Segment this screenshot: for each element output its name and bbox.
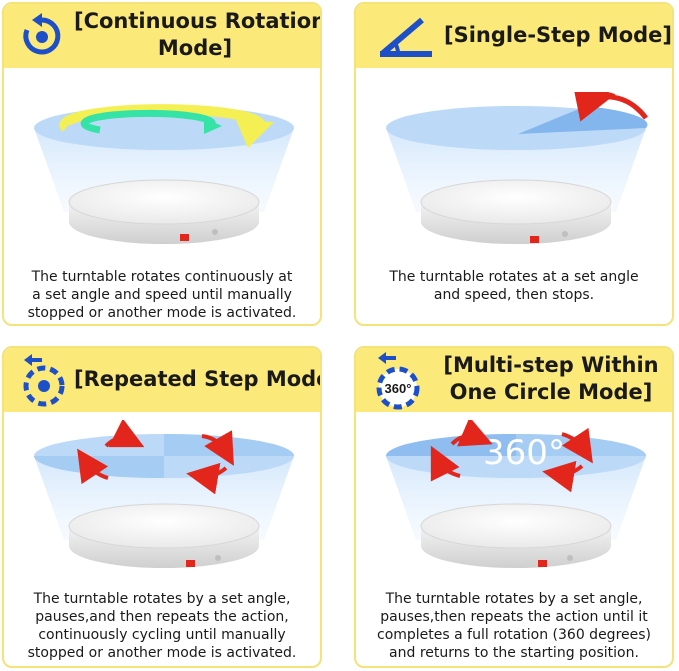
panel-header: 360° [Multi-step Within One Circle Mode]	[356, 348, 672, 412]
turntable-illustration: 360°	[386, 420, 646, 568]
panel-title: [Continuous Rotation Mode]	[74, 9, 322, 60]
power-switch-icon	[180, 234, 189, 241]
turntable-illustration	[34, 104, 294, 244]
svg-text:360°: 360°	[385, 381, 412, 396]
turntable-illustration	[34, 420, 294, 568]
panel-header: [Single-Step Mode]	[356, 4, 672, 68]
panel-repeated-step: [Repeated Step Mode] The turntable rotat…	[2, 346, 322, 668]
panel-description: The turntable rotates continuously at a …	[27, 269, 297, 321]
angle-icon	[380, 17, 432, 57]
panel-single-step: [Single-Step Mode] The turntable rotates…	[354, 2, 674, 326]
panel-title: [Repeated Step Mode]	[74, 367, 322, 391]
continuous-rotation-icon	[23, 13, 61, 55]
panel-description: The turntable rotates by a set angle, pa…	[27, 591, 297, 661]
repeated-step-icon	[23, 354, 65, 407]
power-switch-icon	[538, 560, 547, 567]
power-switch-icon	[530, 236, 539, 243]
multi-step-360-icon: 360°	[376, 352, 420, 410]
panel-multi-step-circle: 360° [Multi-step Within One Circle Mode]…	[354, 346, 674, 668]
panel-continuous-rotation: [Continuous Rotation Mode] The turntable…	[2, 2, 322, 326]
panel-header: [Repeated Step Mode]	[4, 348, 320, 412]
degree-label: 360°	[483, 433, 565, 473]
turntable-illustration	[386, 92, 648, 244]
power-switch-icon	[186, 560, 195, 567]
panel-description: The turntable rotates by a set angle, pa…	[377, 591, 651, 661]
panel-header: [Continuous Rotation Mode]	[4, 4, 320, 68]
panel-title: [Multi-step Within One Circle Mode]	[443, 353, 659, 404]
panel-title: [Single-Step Mode]	[444, 23, 673, 47]
panel-description: The turntable rotates at a set angle and…	[389, 269, 639, 303]
